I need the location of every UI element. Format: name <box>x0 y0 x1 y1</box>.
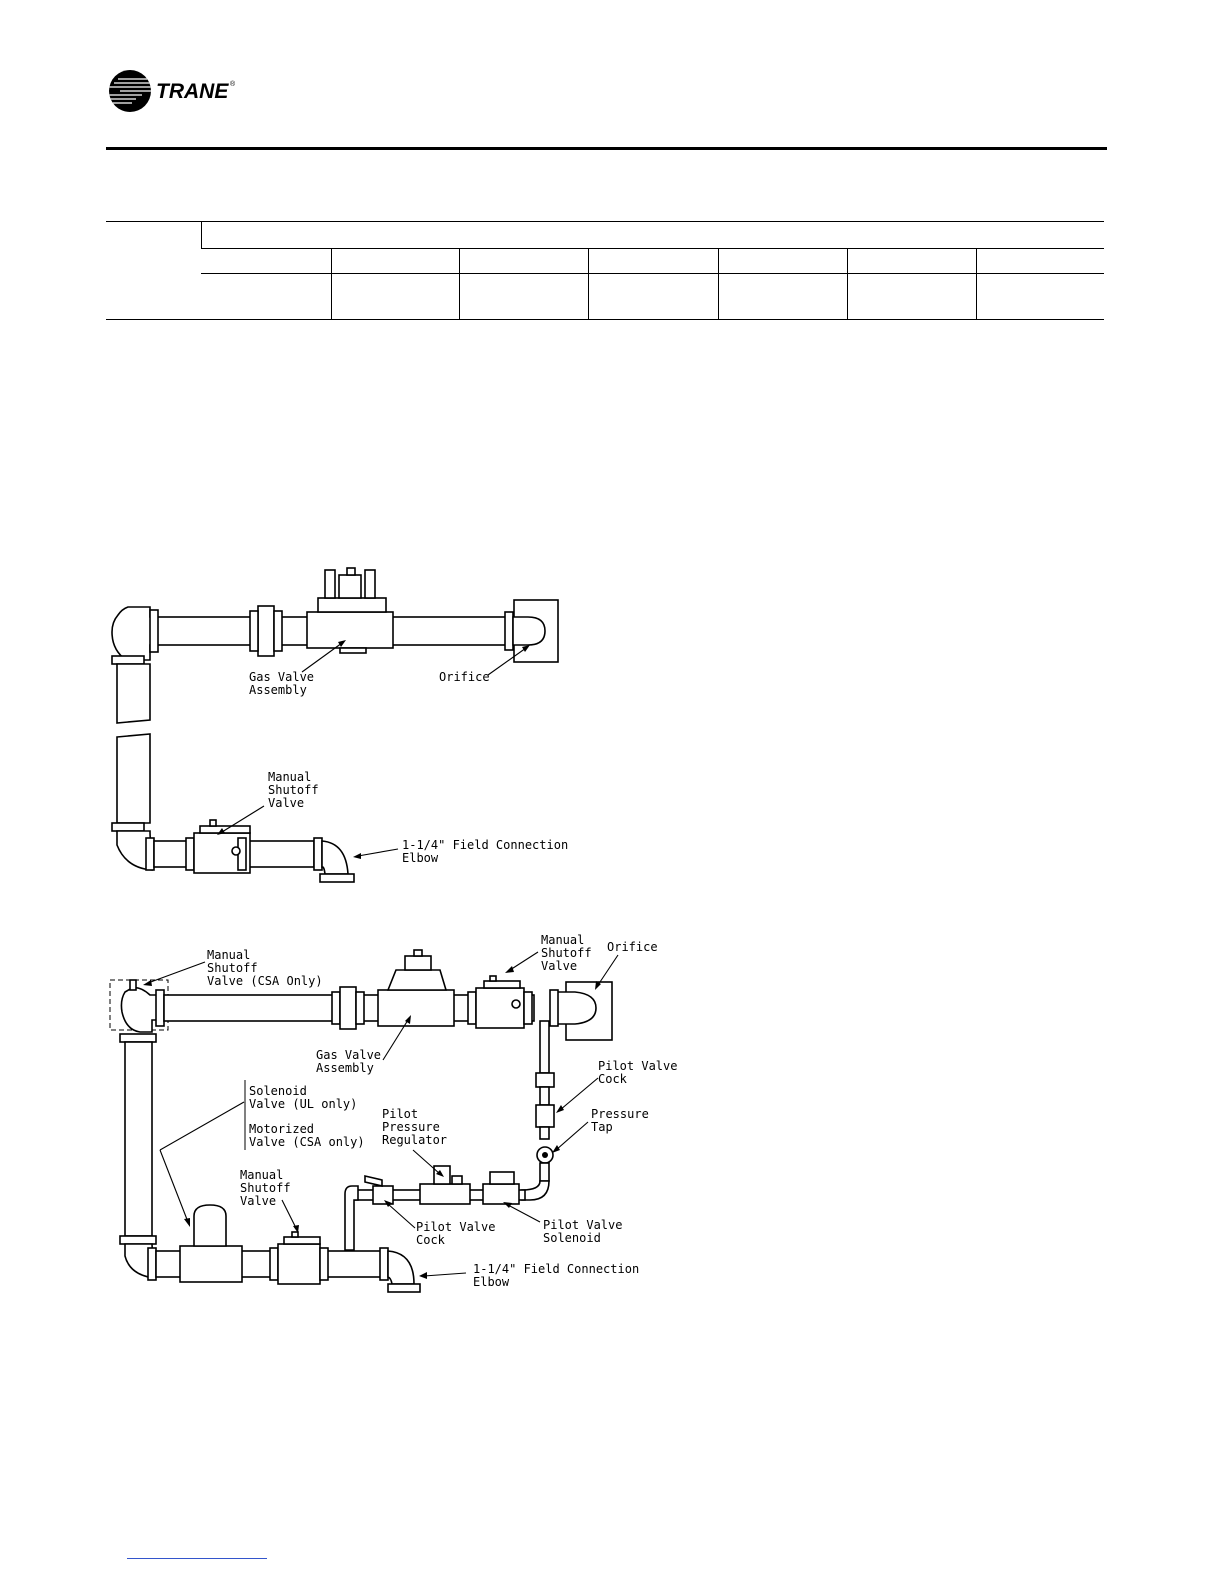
label-csa-manual-1: Manual <box>207 948 250 962</box>
spec-table <box>106 221 1105 320</box>
label-bottom-manual-2: Shutoff <box>240 1181 291 1195</box>
label-field-connection: 1-1/4" Field Connection <box>402 838 568 852</box>
diagram-2-leaders <box>143 951 619 1279</box>
label-elbow: Elbow <box>402 851 439 865</box>
label-regulator-1: Pilot <box>382 1107 418 1121</box>
table-cell <box>717 273 847 320</box>
label-gas-valve-2a: Gas Valve <box>316 1048 381 1062</box>
label-csa-manual-2: Shutoff <box>207 961 258 975</box>
label-solenoid-1: Solenoid <box>249 1084 307 1098</box>
table-group-header-cell <box>200 221 1105 249</box>
label-orifice-2: Orifice <box>607 940 658 954</box>
gas-train-diagram-1: Gas Valve Assembly Orifice Manual Shutof… <box>111 567 568 883</box>
label-elbow-2: Elbow <box>473 1275 510 1289</box>
pilot-valve-cock-right-icon <box>535 1104 555 1128</box>
table-cell <box>587 273 718 320</box>
label-pressure-tap-1: Pressure <box>591 1107 649 1121</box>
pilot-valve-cock-bottom-icon <box>372 1185 394 1205</box>
diagram-1-leaders <box>217 640 530 859</box>
table-cell <box>846 248 976 274</box>
label-motorized-2: Valve (CSA only) <box>249 1135 365 1149</box>
label-orifice: Orifice <box>439 670 490 684</box>
union-coupling-icon <box>257 605 275 657</box>
label-regulator-3: Regulator <box>382 1133 447 1147</box>
label-pilot-cock-right-2: Cock <box>598 1072 628 1086</box>
label-pilot-cock-bottom-1: Pilot Valve <box>416 1220 495 1234</box>
table-cell <box>330 248 459 274</box>
label-top-manual-2: Shutoff <box>541 946 592 960</box>
label-top-manual-3: Valve <box>541 959 577 973</box>
table-cell <box>458 273 588 320</box>
label-manual-2: Shutoff <box>268 783 319 797</box>
label-solenoid-2: Valve (UL only) <box>249 1097 357 1111</box>
diagram-1-piping <box>111 567 559 883</box>
table-cell <box>975 248 1105 274</box>
label-pilot-solenoid-1: Pilot Valve <box>543 1218 622 1232</box>
footer-link-underline[interactable] <box>127 1558 267 1559</box>
diagram-2-piping <box>109 949 613 1293</box>
label-pilot-solenoid-2: Solenoid <box>543 1231 601 1245</box>
table-cell <box>846 273 976 320</box>
table-row <box>106 273 1105 320</box>
table-cell <box>330 273 459 320</box>
trane-logo: TRANE ® <box>109 70 236 112</box>
label-manual-1: Manual <box>268 770 311 784</box>
label-manual-3: Valve <box>268 796 304 810</box>
label-pressure-tap-2: Tap <box>591 1120 613 1134</box>
table-row-label-cell <box>106 221 201 320</box>
union-coupling-icon <box>339 986 357 1030</box>
table-subheader-row <box>106 248 1105 274</box>
table-cell <box>201 248 331 274</box>
table-cell <box>458 248 588 274</box>
table-header-row <box>106 221 1105 320</box>
table-cell <box>975 273 1105 320</box>
table-cell <box>201 273 331 320</box>
solenoid-motorized-valve-icon <box>179 1245 243 1283</box>
logo-registered-mark: ® <box>230 80 236 88</box>
table-cell <box>587 248 718 274</box>
diagram-2-labels: Manual Shutoff Valve (CSA Only) Manual S… <box>207 933 677 1289</box>
label-motorized-1: Motorized <box>249 1122 314 1136</box>
table-cell <box>717 248 847 274</box>
label-pilot-cock-right-1: Pilot Valve <box>598 1059 677 1073</box>
manual-shutoff-valve-bottom-icon <box>277 1243 321 1285</box>
label-gas-valve-2b: Assembly <box>316 1061 374 1075</box>
pilot-pressure-regulator-icon <box>419 1183 471 1205</box>
label-gas-valve-assembly-2: Assembly <box>249 683 307 697</box>
header-rule <box>106 147 1107 150</box>
gas-train-diagram-2: Manual Shutoff Valve (CSA Only) Manual S… <box>109 933 677 1293</box>
label-bottom-manual-3: Valve <box>240 1194 276 1208</box>
label-regulator-2: Pressure <box>382 1120 440 1134</box>
gas-valve-body-icon <box>377 989 455 1027</box>
logo-wordmark: TRANE <box>156 80 229 103</box>
pilot-valve-solenoid-icon <box>482 1183 520 1205</box>
diagram-1-labels: Gas Valve Assembly Orifice Manual Shutof… <box>249 670 568 865</box>
label-field-connection-2: 1-1/4" Field Connection <box>473 1262 639 1276</box>
label-gas-valve-assembly-1: Gas Valve <box>249 670 314 684</box>
label-csa-manual-3: Valve (CSA Only) <box>207 974 323 988</box>
label-pilot-cock-bottom-2: Cock <box>416 1233 446 1247</box>
label-bottom-manual-1: Manual <box>240 1168 283 1182</box>
gas-valve-body-icon <box>306 611 394 649</box>
label-top-manual-1: Manual <box>541 933 584 947</box>
